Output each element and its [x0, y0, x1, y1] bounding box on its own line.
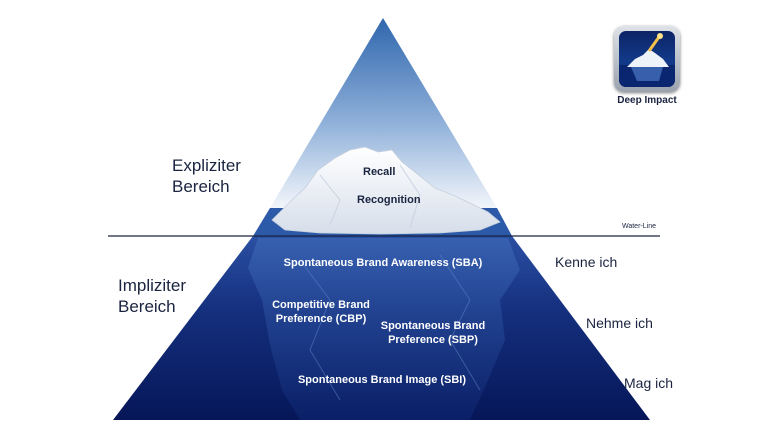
iceberg-app-icon	[619, 31, 675, 87]
recognition-label: Recognition	[357, 194, 421, 206]
sky-region	[270, 18, 497, 208]
kenne-ich-label: Kenne ich	[555, 254, 618, 270]
implicit-line-1: Impliziter	[118, 276, 187, 295]
iceberg-top	[271, 146, 501, 235]
nehme-ich-label: Nehme ich	[586, 315, 653, 331]
explicit-line-2: Bereich	[172, 177, 230, 196]
sbp-label: Spontaneous Brand Preference (SBP)	[374, 319, 492, 347]
recall-label: Recall	[363, 166, 396, 178]
implicit-zone-label: Impliziter Bereich	[118, 275, 186, 317]
waterline-label: Water-Line	[622, 223, 656, 230]
cbp-line-2: Preference (CBP)	[275, 313, 367, 325]
sbi-label: Spontaneous Brand Image (SBI)	[297, 374, 467, 386]
implicit-line-2: Bereich	[118, 297, 176, 316]
sbp-line-2: Preference (SBP)	[388, 334, 478, 346]
explicit-zone-label: Expliziter Bereich	[172, 155, 241, 197]
deep-impact-logo	[614, 26, 680, 92]
explicit-line-1: Expliziter	[172, 156, 241, 175]
cbp-label: Competitive Brand Preference (CBP)	[262, 298, 380, 326]
logo-caption: Deep Impact	[617, 95, 677, 106]
mag-ich-label: Mag ich	[624, 375, 674, 391]
sbp-line-1: Spontaneous Brand	[380, 320, 486, 332]
cbp-line-1: Competitive Brand	[272, 299, 370, 311]
submerged-iceberg	[248, 238, 520, 420]
sba-label: Spontaneous Brand Awareness (SBA)	[283, 257, 483, 269]
